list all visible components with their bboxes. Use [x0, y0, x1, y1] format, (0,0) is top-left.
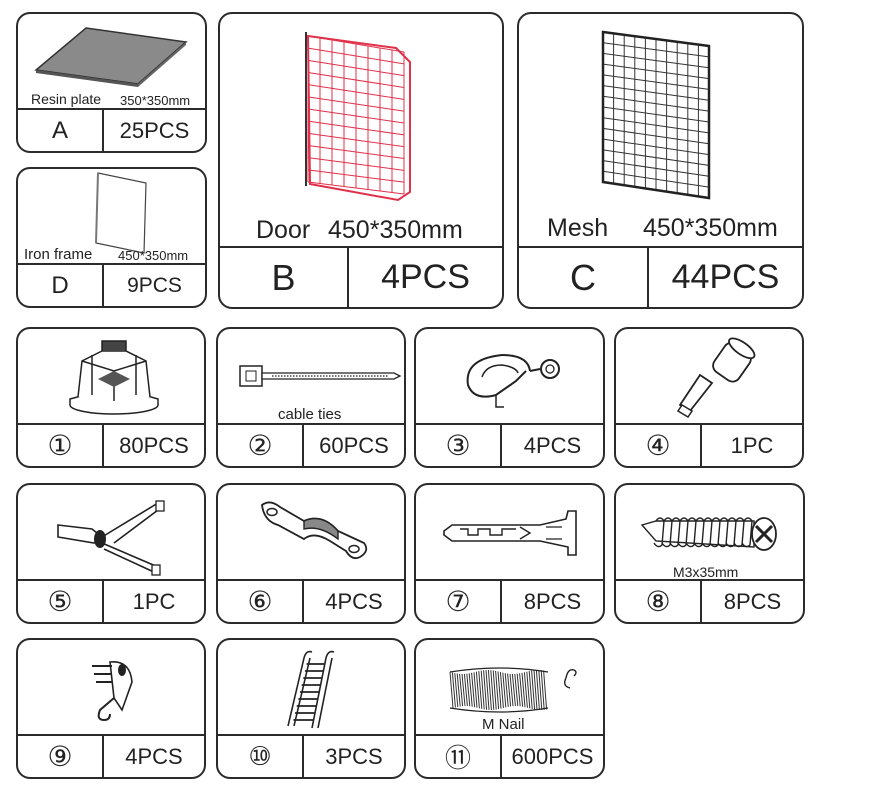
card-part-5: ⑤ 1PC [16, 483, 206, 624]
wall-plug-icon [443, 510, 577, 556]
card-iron-frame: Iron frame 450*350mm D 9PCS [16, 167, 207, 308]
part-3-code: ③ [416, 425, 502, 466]
resin-plate-qty: 25PCS [119, 117, 190, 143]
card-part-11: M Nail ⑪ 600PCS [414, 638, 605, 779]
mallet-icon [676, 337, 756, 419]
part-6-code: ⑥ [218, 581, 304, 622]
iron-frame-size: 450*350mm [118, 248, 189, 263]
mesh-qty: 44PCS [671, 258, 780, 296]
part-4-code: ④ [616, 425, 702, 466]
card-resin-plate: Resin plate 350*350mm A 25PCS [16, 12, 207, 153]
mesh-size: 450*350mm [643, 214, 778, 242]
part-6-qty: 4PCS [325, 588, 383, 614]
iron-frame-icon [95, 172, 147, 254]
card-part-6: ⑥ 4PCS [216, 483, 406, 624]
card-part-7: ⑦ 8PCS [414, 483, 605, 624]
card-part-3: ③ 4PCS [414, 327, 605, 468]
door-mesh-icon [305, 32, 411, 202]
pliers-icon [57, 500, 165, 576]
card-part-2: cable ties ② 60PCS [216, 327, 406, 468]
card-part-9: ⑨ 4PCS [16, 638, 206, 779]
part-7-qty: 8PCS [523, 588, 582, 614]
part-1-code: ① [18, 425, 104, 466]
part-8-qty: 8PCS [723, 588, 782, 614]
part-2-qty: 60PCS [319, 432, 389, 458]
m-nail-icon [449, 667, 577, 713]
part-2-code: ② [218, 425, 304, 466]
part-10-code: ⑩ [218, 736, 304, 777]
part-11-name: M Nail [482, 716, 525, 733]
card-part-1: ① 80PCS [16, 327, 206, 468]
door-qty: 4PCS [381, 258, 470, 296]
part-9-code: ⑨ [18, 736, 104, 777]
part-8-code: ⑧ [616, 581, 702, 622]
mesh-name: Mesh [547, 214, 609, 242]
iron-frame-qty: 9PCS [127, 273, 182, 297]
card-mesh: Mesh 450*350mm C 44PCS [517, 12, 804, 309]
mesh-code: C [519, 248, 649, 307]
part-9-qty: 4PCS [125, 743, 183, 769]
part-3-qty: 4PCS [523, 432, 582, 458]
part-1-qty: 80PCS [119, 432, 189, 458]
door-name: Door [256, 216, 311, 244]
wall-hook-icon [92, 661, 133, 722]
ladder-icon [287, 650, 335, 729]
card-door: Door 450*350mm B 4PCS [218, 12, 504, 309]
resin-plate-name: Resin plate [31, 91, 102, 107]
iron-frame-code: D [18, 265, 104, 306]
iron-frame-name: Iron frame [24, 246, 93, 263]
card-part-4: ④ 1PC [614, 327, 804, 468]
door-code: B [220, 248, 349, 307]
cable-tie-icon [239, 365, 402, 387]
card-part-10: ⑩ 3PCS [216, 638, 406, 779]
part-2-name: cable ties [278, 406, 342, 423]
resin-plate-code: A [18, 110, 104, 151]
part-5-code: ⑤ [18, 581, 104, 622]
mesh-icon [601, 30, 711, 200]
pipe-clamp-icon [261, 501, 368, 560]
screw-icon [640, 517, 777, 551]
part-4-qty: 1PC [730, 432, 774, 458]
connector-icon [69, 340, 159, 415]
part-7-code: ⑦ [416, 581, 502, 622]
part-11-code: ⑪ [416, 736, 502, 777]
part-11-qty: 600PCS [511, 743, 594, 769]
resin-plate-size: 350*350mm [120, 93, 191, 108]
lobster-clasp-icon [466, 354, 560, 408]
part-5-qty: 1PC [132, 588, 176, 614]
door-size: 450*350mm [328, 216, 463, 244]
part-10-qty: 3PCS [325, 743, 383, 769]
part-8-name: M3x35mm [673, 564, 739, 580]
card-part-8: M3x35mm ⑧ 8PCS [614, 483, 805, 624]
resin-plate-icon [34, 27, 188, 87]
